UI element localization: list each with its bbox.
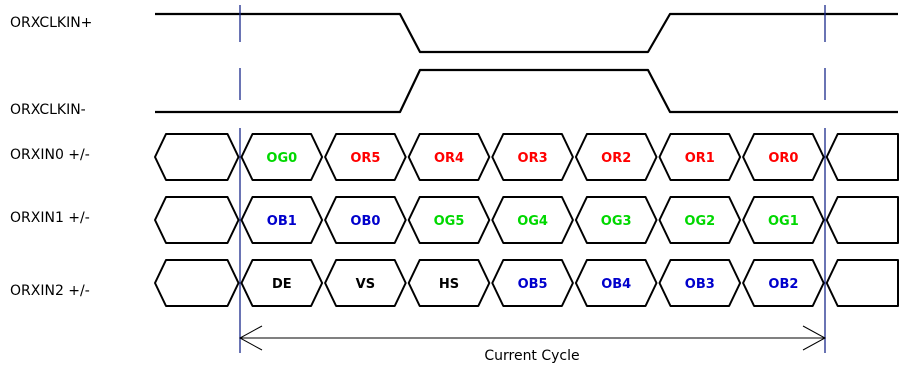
clock-positive-waveform bbox=[155, 12, 898, 54]
lane-2-bit-label: OB3 bbox=[685, 277, 715, 292]
lane-0-bit-label: OR4 bbox=[434, 151, 464, 166]
lane-0-bit-label: OR3 bbox=[518, 151, 548, 166]
lane-2-bit-cell bbox=[324, 259, 407, 307]
lane-1-bit-label: OG2 bbox=[684, 214, 715, 229]
lane-0-bit-cell bbox=[491, 133, 574, 181]
lane-1-bit-cell bbox=[407, 196, 491, 244]
cycle-arrow-right-head bbox=[802, 325, 827, 351]
lane-1-bit-cell bbox=[742, 196, 825, 244]
lane-1-previous-cell bbox=[154, 196, 240, 244]
lane-0-bit-label: OR0 bbox=[768, 151, 798, 166]
lane-0-bit-label: OR2 bbox=[601, 151, 631, 166]
lane-0-bit-cell bbox=[658, 133, 742, 181]
lane-2-bit-cell bbox=[742, 259, 825, 307]
lane-2-bit-label: OB5 bbox=[518, 277, 548, 292]
lane-2-next-cell bbox=[825, 259, 899, 307]
lane-0-bit-cell bbox=[240, 133, 324, 181]
lane-1-bit-label: OG5 bbox=[434, 214, 465, 229]
lane-1-bit-cell bbox=[574, 196, 658, 244]
lane-0-bit-label: OR1 bbox=[685, 151, 715, 166]
lane-2-bit-label: OB4 bbox=[601, 277, 631, 292]
lane-1-bit-label: OG4 bbox=[517, 214, 548, 229]
lane-0-bit-cell bbox=[742, 133, 825, 181]
lane-1-bit-cell bbox=[491, 196, 574, 244]
lane-0-previous-cell bbox=[154, 133, 240, 181]
lane-1-next-cell bbox=[825, 196, 899, 244]
lane-0-next-cell bbox=[825, 133, 899, 181]
lane-1-bit-cell bbox=[324, 196, 407, 244]
lane-2-bit-label: OB2 bbox=[768, 277, 798, 292]
clock-negative-waveform bbox=[155, 68, 898, 114]
lane-2-bit-cell bbox=[658, 259, 742, 307]
lane-2-previous-cell bbox=[154, 259, 240, 307]
lane-0-bit-cell bbox=[407, 133, 491, 181]
lane-2-bit-cell bbox=[574, 259, 658, 307]
cycle-label: Current Cycle bbox=[484, 348, 579, 364]
lane-1-bit-label: OG1 bbox=[768, 214, 799, 229]
lane-0-bit-label: OG0 bbox=[266, 151, 297, 166]
lane-1-bit-label: OB0 bbox=[350, 214, 380, 229]
lane-2-bit-cell bbox=[407, 259, 491, 307]
lane-2-bit-cell bbox=[240, 259, 324, 307]
cycle-arrow-left-head bbox=[238, 325, 263, 351]
label-lane-1: ORXIN1 +/- bbox=[10, 210, 90, 226]
lane-1-bit-label: OB1 bbox=[267, 214, 297, 229]
lane-0-bit-label: OR5 bbox=[350, 151, 380, 166]
lane-0-bit-cell bbox=[324, 133, 407, 181]
lane-2-bit-label: VS bbox=[356, 277, 375, 292]
lane-0-bit-cell bbox=[574, 133, 658, 181]
lane-1-bit-cell bbox=[658, 196, 742, 244]
label-lane-0: ORXIN0 +/- bbox=[10, 147, 90, 163]
lane-1-bit-cell bbox=[240, 196, 324, 244]
lane-2-bit-label: DE bbox=[272, 277, 292, 292]
lane-1-bit-label: OG3 bbox=[601, 214, 632, 229]
label-clk-neg: ORXCLKIN- bbox=[10, 102, 86, 118]
label-lane-2: ORXIN2 +/- bbox=[10, 283, 90, 299]
lane-2-bit-label: HS bbox=[439, 277, 459, 292]
label-clk-pos: ORXCLKIN+ bbox=[10, 15, 92, 31]
lane-2-bit-cell bbox=[491, 259, 574, 307]
